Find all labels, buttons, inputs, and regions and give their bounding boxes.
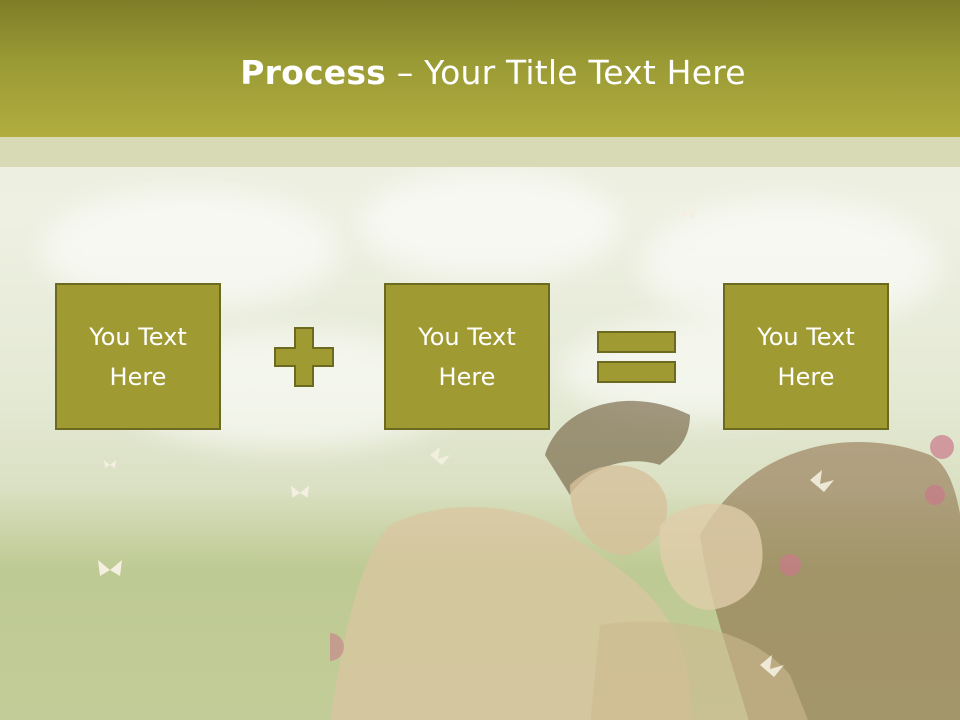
- plus-icon: [274, 327, 334, 387]
- slide-title[interactable]: Process – Your Title Text Here: [0, 53, 960, 92]
- couple-illustration: [330, 400, 960, 720]
- header-stripe: [0, 137, 960, 167]
- process-box-1[interactable]: You Text Here: [55, 283, 221, 430]
- process-box-2[interactable]: You Text Here: [384, 283, 550, 430]
- process-box-2-text: You Text Here: [418, 322, 516, 391]
- process-box-3-text: You Text Here: [757, 322, 855, 391]
- process-box-1-text: You Text Here: [89, 322, 187, 391]
- slide-title-rest: – Your Title Text Here: [386, 53, 746, 92]
- equals-icon: [597, 331, 676, 383]
- title-bar: [0, 0, 960, 137]
- process-box-3[interactable]: You Text Here: [723, 283, 889, 430]
- slide-title-bold: Process: [240, 53, 387, 92]
